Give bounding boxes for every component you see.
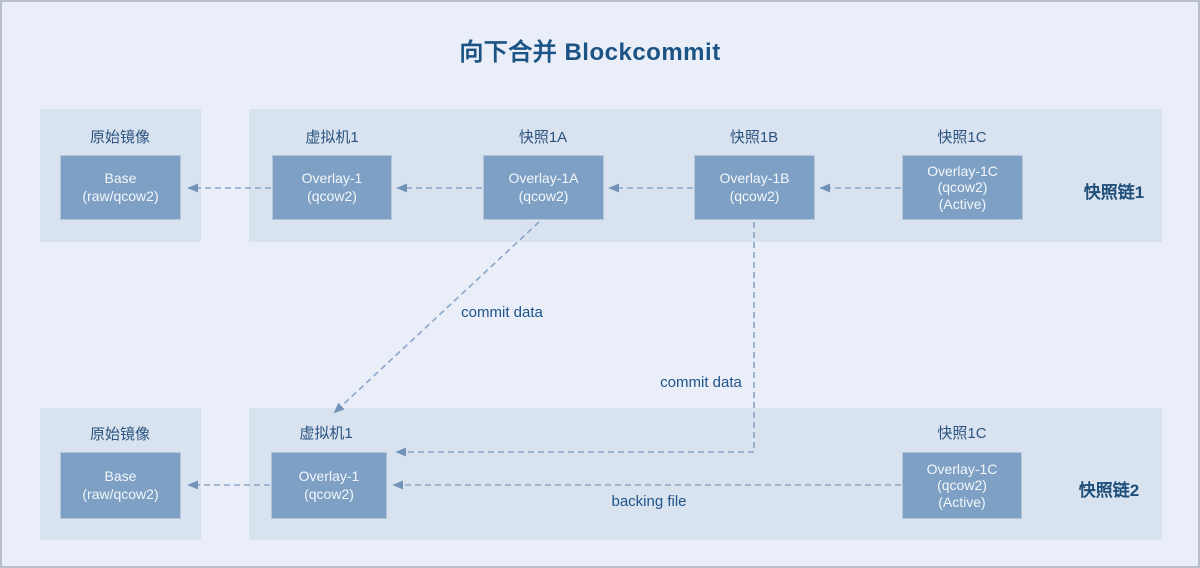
caption-base-image-top: 原始镜像 [89,129,151,146]
caption-vm1-bottom: 虚拟机1 [299,425,353,442]
node-line: (qcow2) [729,187,780,204]
node-line: Overlay-1B [719,169,790,186]
diagram-title: 向下合并 Blockcommit [459,39,721,66]
node-overlay1a: Overlay-1A (qcow2) [484,156,603,219]
node-line: (raw/qcow2) [82,187,159,204]
caption-snapshot-1c-bottom: 快照1C [937,425,987,442]
node-base-top: Base (raw/qcow2) [61,156,180,219]
node-line: Overlay-1 [298,467,360,484]
label-snapshot-chain-1: 快照链1 [1083,183,1145,202]
node-line: (Active) [938,195,987,212]
node-overlay1b: Overlay-1B (qcow2) [695,156,814,219]
annotation-commit-data-1: commit data [461,304,543,321]
node-overlay1-bottom: Overlay-1 (qcow2) [272,453,386,518]
caption-snapshot-1a: 快照1A [518,129,568,146]
node-line: (qcow2) [518,187,569,204]
node-line: (qcow2) [307,187,357,204]
caption-snapshot-1c-top: 快照1C [937,129,987,146]
node-line: (qcow2) [937,477,987,494]
node-line: (qcow2) [304,485,354,502]
annotation-commit-data-2: commit data [660,374,742,391]
node-base-bottom: Base (raw/qcow2) [61,453,180,518]
caption-snapshot-1b: 快照1B [729,129,779,146]
caption-base-image-bottom: 原始镜像 [89,426,151,443]
node-line: Base [104,169,137,186]
caption-vm1-top: 虚拟机1 [305,129,359,146]
node-overlay1c-top: Overlay-1C (qcow2) (Active) [903,156,1022,219]
node-line: Overlay-1 [301,169,363,186]
node-overlay1c-bottom: Overlay-1C (qcow2) (Active) [903,453,1021,518]
node-line: Base [104,467,137,484]
node-line: Overlay-1A [508,169,579,186]
node-line: Overlay-1C [927,163,998,180]
label-snapshot-chain-2: 快照链2 [1078,481,1140,500]
annotation-backing-file: backing file [611,493,687,510]
node-line: (Active) [938,493,986,510]
node-overlay1-top: Overlay-1 (qcow2) [273,156,391,219]
node-line: Overlay-1C [926,461,998,478]
node-line: (qcow2) [937,179,988,196]
node-line: (raw/qcow2) [82,485,159,502]
